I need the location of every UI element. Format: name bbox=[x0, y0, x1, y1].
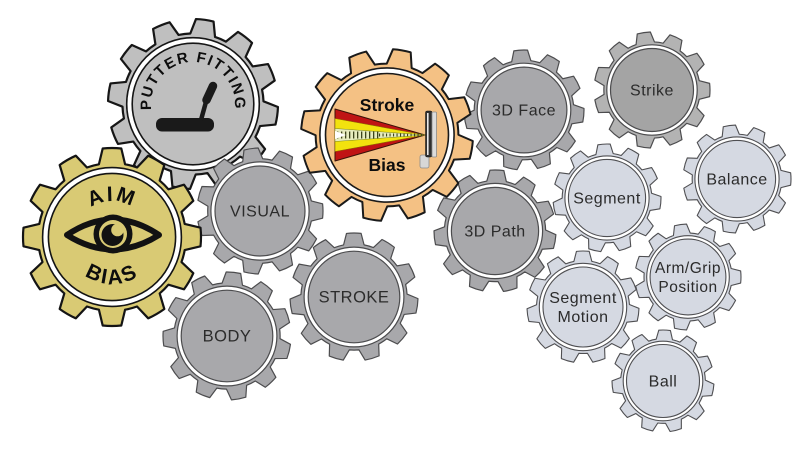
gear-face bbox=[450, 186, 540, 276]
gear-visual: VISUAL bbox=[197, 147, 324, 275]
gear-body: BODY bbox=[162, 271, 292, 401]
gear-segment: Segment bbox=[552, 143, 662, 253]
gear-label-line: Segment bbox=[549, 290, 617, 307]
gear-face bbox=[542, 266, 624, 348]
gear-label: Ball bbox=[649, 374, 678, 391]
gear-3d-face: 3D Face bbox=[463, 49, 585, 171]
gear-putter-fitting: PUTTER FITTING bbox=[106, 17, 280, 191]
eye-icon bbox=[64, 214, 162, 254]
stroke-bias-fan-icon bbox=[334, 108, 437, 169]
gear-balance: Balance bbox=[683, 124, 792, 234]
gear-label: BODY bbox=[203, 328, 252, 346]
gear-label-line: Motion bbox=[557, 309, 608, 326]
gear-label: VISUAL bbox=[230, 204, 290, 221]
gear-label-line: Position bbox=[658, 279, 717, 296]
gear-face bbox=[214, 165, 306, 257]
gear-face bbox=[649, 238, 727, 316]
gear-label: Strike bbox=[630, 83, 674, 100]
gear-strike: Strike bbox=[594, 31, 711, 149]
gear-face bbox=[609, 47, 695, 133]
gear-label: STROKE bbox=[319, 289, 390, 307]
gear-face bbox=[567, 158, 647, 238]
gear-face bbox=[180, 289, 274, 383]
putter-icon bbox=[156, 81, 218, 132]
gear-label-bottom: Bias bbox=[369, 155, 406, 175]
gear-face bbox=[131, 42, 255, 166]
gear-face bbox=[697, 139, 777, 219]
gear-label: 3D Path bbox=[464, 224, 525, 241]
gear-3d-path: 3D Path bbox=[433, 169, 557, 293]
gear-face bbox=[480, 66, 568, 154]
gear-face bbox=[625, 343, 701, 419]
gear-label: Segment bbox=[573, 191, 641, 208]
gear-face bbox=[307, 250, 401, 344]
gear-label-line: Arm/Grip bbox=[655, 260, 721, 277]
gear-label-top: Stroke bbox=[360, 95, 415, 115]
gear-label: 3D Face bbox=[492, 103, 556, 120]
gear-stroke: STROKE bbox=[289, 232, 419, 361]
gear-ball: Ball bbox=[611, 329, 715, 433]
gear-label: Balance bbox=[706, 172, 767, 189]
